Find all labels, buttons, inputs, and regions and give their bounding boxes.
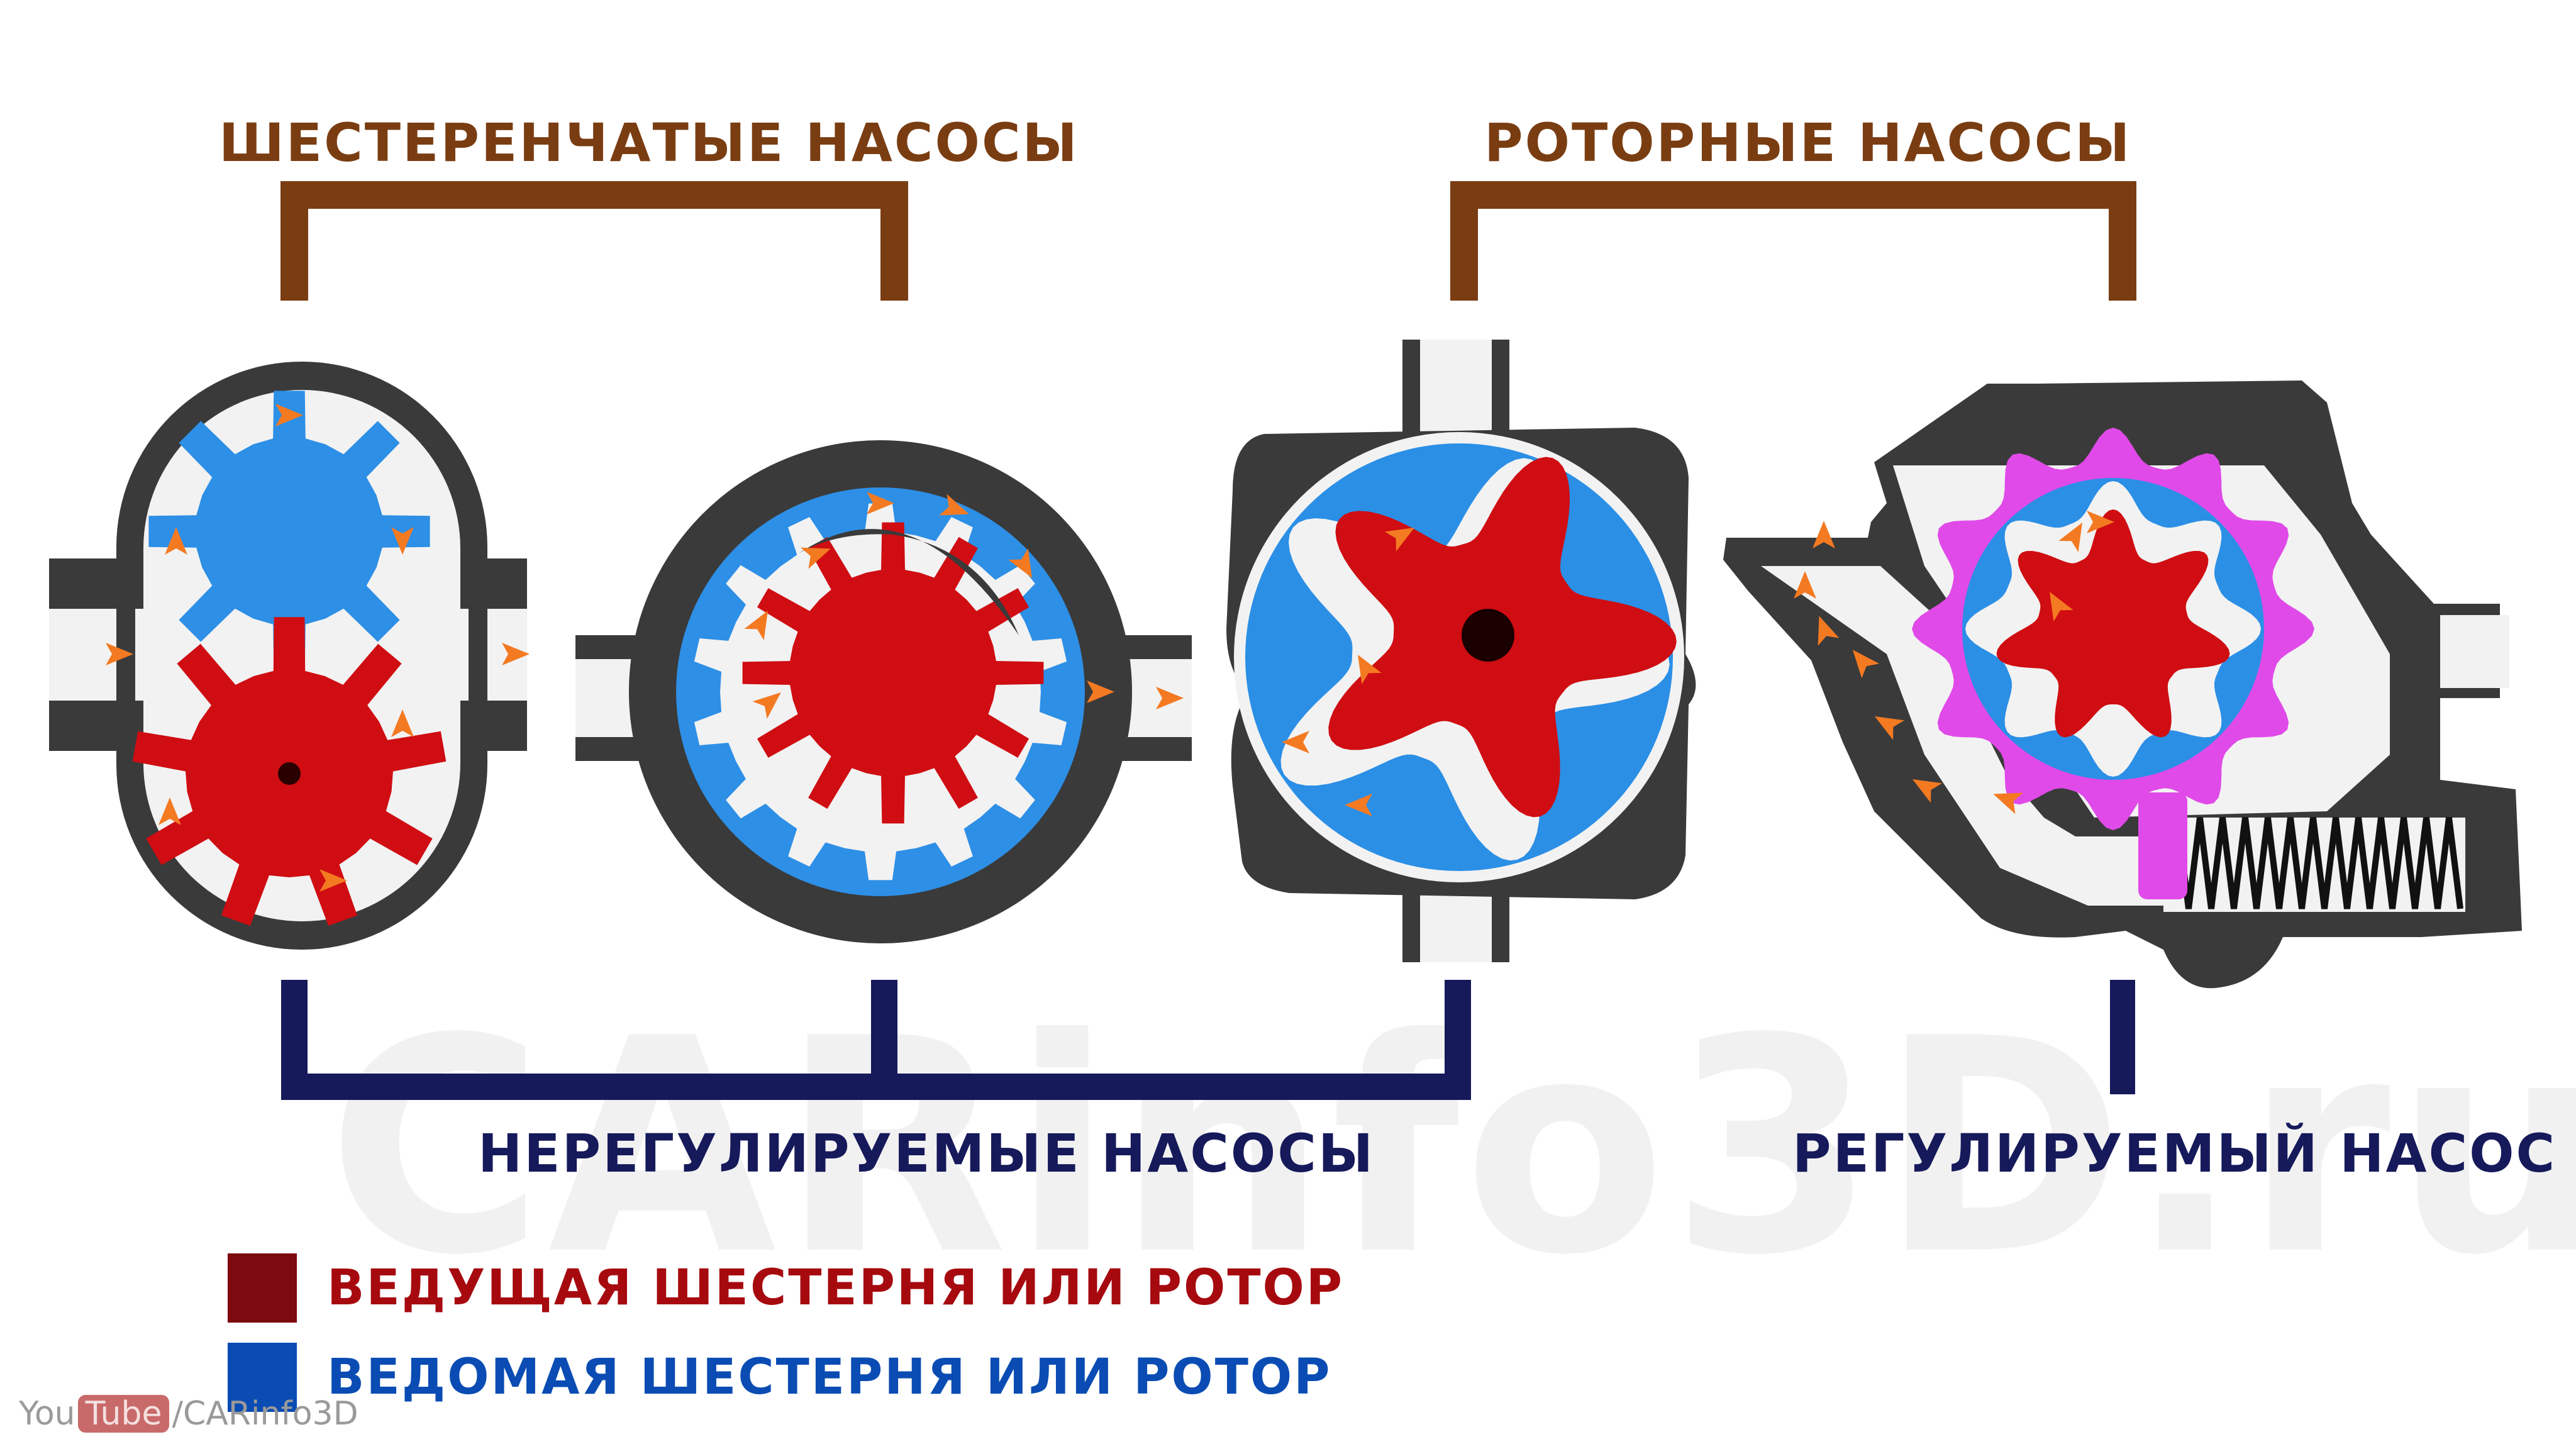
- flow-arrow-icon: [106, 643, 133, 665]
- rotor-pump: [1226, 340, 1696, 962]
- gear-pumps-bracket: [280, 181, 908, 301]
- regulated-pump: [1723, 380, 2522, 989]
- driving-rotor: [1996, 509, 2230, 738]
- youtube-you: You: [19, 1395, 75, 1433]
- legend-driving-label: ВЕДУЩАЯ ШЕСТЕРНЯ ИЛИ РОТОР: [327, 1260, 1345, 1316]
- rotor-pumps-bracket: [1450, 181, 2136, 301]
- flow-arrow-icon: [1087, 680, 1114, 703]
- legend-driven-swatch: [228, 1343, 297, 1412]
- flow-arrow-icon: [1156, 687, 1184, 709]
- flow-arrow-icon: [939, 494, 969, 516]
- spring-icon: [2163, 817, 2465, 912]
- legend-driving: ВЕДУЩАЯ ШЕСТЕРНЯ ИЛИ РОТОР: [228, 1253, 1344, 1323]
- flow-arrow-icon: [1912, 779, 1943, 803]
- flow-arrow-icon: [1282, 731, 1309, 753]
- flow-arrow-icon: [1874, 716, 1905, 740]
- unregulated-bracket: [281, 980, 1471, 1100]
- flow-arrow-icon: [1993, 792, 2023, 814]
- flow-arrow-icon: [391, 527, 414, 555]
- youtube-watermark: You Tube /CARinfo3D: [19, 1395, 358, 1433]
- flow-arrow-icon: [275, 404, 303, 426]
- driven-gear: [148, 391, 430, 672]
- flow-arrow-icon: [1818, 616, 1840, 646]
- flow-arrow-icon: [319, 869, 347, 892]
- flow-arrow-icon: [752, 692, 781, 719]
- flow-arrow-icon: [744, 610, 768, 641]
- external-gear-pump: [49, 362, 527, 950]
- flow-arrows: [106, 404, 2114, 892]
- flow-arrow-icon: [2087, 511, 2114, 533]
- internal-gear-pump: [575, 440, 1192, 943]
- flow-arrow-icon: [1008, 548, 1032, 579]
- legend-driven: ВЕДОМАЯ ШЕСТЕРНЯ ИЛИ РОТОР: [228, 1343, 1331, 1412]
- gear-pumps-header: ШЕСТЕРЕНЧАТЫЕ НАСОСЫ: [219, 112, 1079, 174]
- flow-arrow-icon: [158, 797, 181, 825]
- flow-arrow-icon: [1384, 528, 1415, 552]
- flow-arrow-icon: [1794, 571, 1816, 599]
- legend-driven-label: ВЕДОМАЯ ШЕСТЕРНЯ ИЛИ РОТОР: [327, 1349, 1332, 1406]
- rotor-pumps-header: РОТОРНЫЕ НАСОСЫ: [1484, 112, 2132, 174]
- flow-arrow-icon: [1358, 654, 1382, 685]
- flow-arrow-icon: [1852, 650, 1879, 679]
- flow-arrow-icon: [1813, 521, 1835, 548]
- youtube-channel: /CARinfo3D: [172, 1395, 358, 1433]
- flow-arrow-icon: [165, 527, 187, 555]
- regulated-header: РЕГУЛИРУЕМЫЙ НАСОС: [1792, 1123, 2557, 1184]
- flow-arrow-icon: [391, 709, 414, 737]
- flow-arrow-icon: [2058, 522, 2082, 553]
- flow-arrow-icon: [2050, 591, 2074, 622]
- driving-gear: [742, 522, 1044, 824]
- flow-arrow-icon: [1345, 794, 1372, 816]
- youtube-tube: Tube: [77, 1395, 170, 1433]
- flow-arrow-icon: [801, 547, 831, 569]
- legend-driving-swatch: [228, 1253, 297, 1323]
- unregulated-header: НЕРЕГУЛИРУЕМЫЕ НАСОСЫ: [478, 1123, 1375, 1184]
- flow-arrow-icon: [867, 492, 894, 514]
- flow-arrow-icon: [502, 643, 530, 665]
